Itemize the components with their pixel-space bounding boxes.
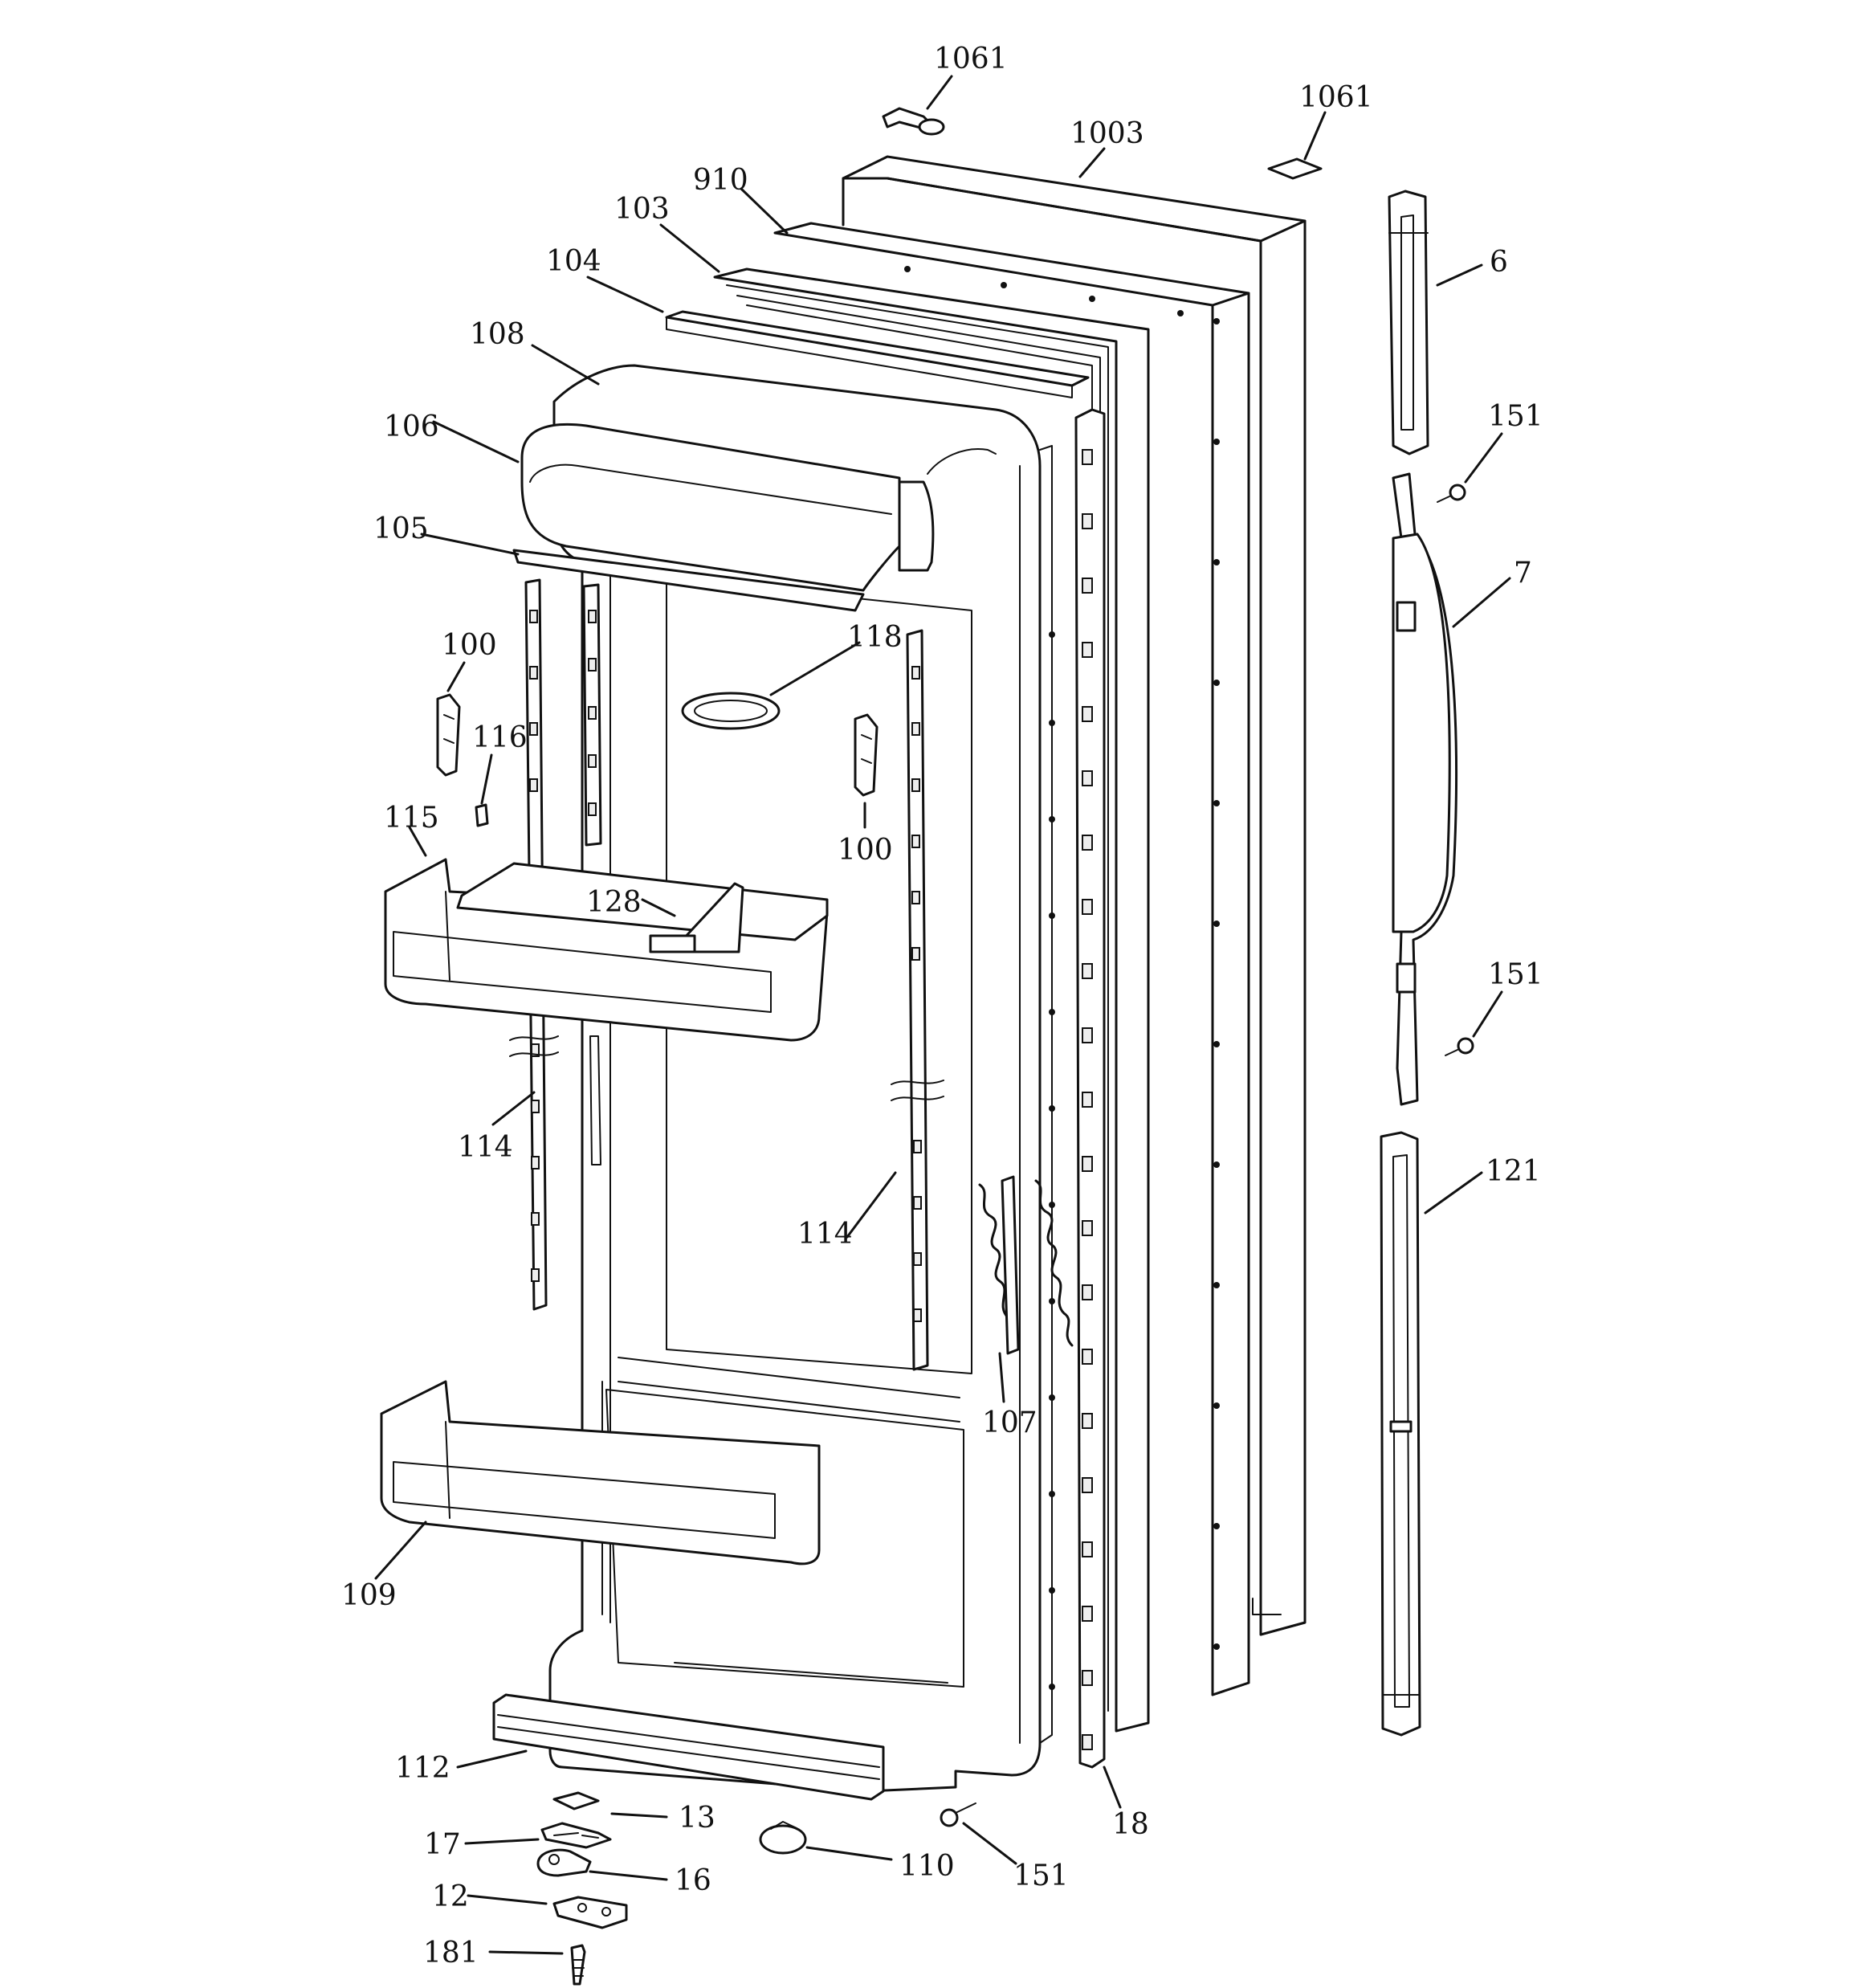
partial-rail-cutaway: [978, 1175, 1074, 1355]
bottom-hinge-hardware: [536, 1791, 628, 1986]
bottom-screw: [940, 1802, 976, 1827]
label-7: 7: [1514, 557, 1532, 590]
label-107: 107: [982, 1406, 1037, 1439]
label-105: 105: [373, 512, 429, 545]
hinge-strip: [1074, 408, 1106, 1769]
label-114-left: 114: [458, 1131, 513, 1164]
label-13: 13: [679, 1802, 715, 1835]
label-112: 112: [395, 1752, 450, 1785]
label-128: 128: [586, 886, 642, 919]
label-151-middle: 151: [1488, 958, 1543, 991]
upper-door-bin: [384, 858, 829, 1042]
door-gasket: [713, 267, 1150, 1733]
left-shelf-rail: [524, 578, 602, 1311]
label-115: 115: [384, 802, 439, 835]
shelf-brackets: [436, 693, 879, 827]
label-151-bottom: 151: [1013, 1859, 1069, 1892]
label-116: 116: [472, 721, 528, 754]
top-rail: [665, 310, 1090, 398]
label-100-left: 100: [442, 629, 497, 662]
label-104: 104: [546, 245, 601, 278]
label-100-right: 100: [838, 834, 893, 867]
liner-rivets: [904, 266, 1220, 1690]
door-handle: [1392, 472, 1458, 1106]
leader-lines: [374, 75, 1511, 1955]
label-6: 6: [1490, 246, 1508, 279]
label-151-top: 151: [1488, 400, 1543, 433]
label-16: 16: [675, 1864, 711, 1897]
bottom-trim: [492, 1693, 885, 1801]
bottom-plug: [759, 1821, 807, 1855]
label-181: 181: [423, 1937, 479, 1970]
label-17: 17: [424, 1828, 461, 1861]
egg-tray: [681, 692, 781, 730]
label-121: 121: [1486, 1155, 1541, 1188]
label-106: 106: [384, 410, 439, 443]
label-1003: 1003: [1070, 117, 1144, 150]
door-liner-frame: [773, 222, 1250, 1696]
label-1061-top: 1061: [934, 43, 1008, 76]
label-114-right: 114: [797, 1218, 853, 1251]
lower-handle-trim: [1380, 1131, 1421, 1737]
hinge-pins: [882, 107, 1323, 180]
label-108: 108: [470, 318, 525, 351]
label-103: 103: [614, 193, 670, 226]
label-18: 18: [1112, 1808, 1149, 1841]
label-910: 910: [693, 164, 748, 197]
label-1061-right: 1061: [1299, 81, 1373, 114]
outer-door-panel: [842, 155, 1307, 1636]
label-110: 110: [899, 1850, 955, 1883]
label-109: 109: [341, 1579, 397, 1612]
handle-end-cap: [1388, 190, 1429, 455]
label-118: 118: [847, 621, 903, 654]
label-12: 12: [432, 1880, 469, 1913]
right-shelf-rail: [509, 629, 944, 1371]
lower-door-bin: [380, 1380, 821, 1565]
dairy-compartment: [512, 423, 997, 612]
handle-screws: [1437, 484, 1474, 1056]
part-labels: 1061 1061 1003 910 103 104 108 106 105 1…: [341, 43, 1543, 1970]
